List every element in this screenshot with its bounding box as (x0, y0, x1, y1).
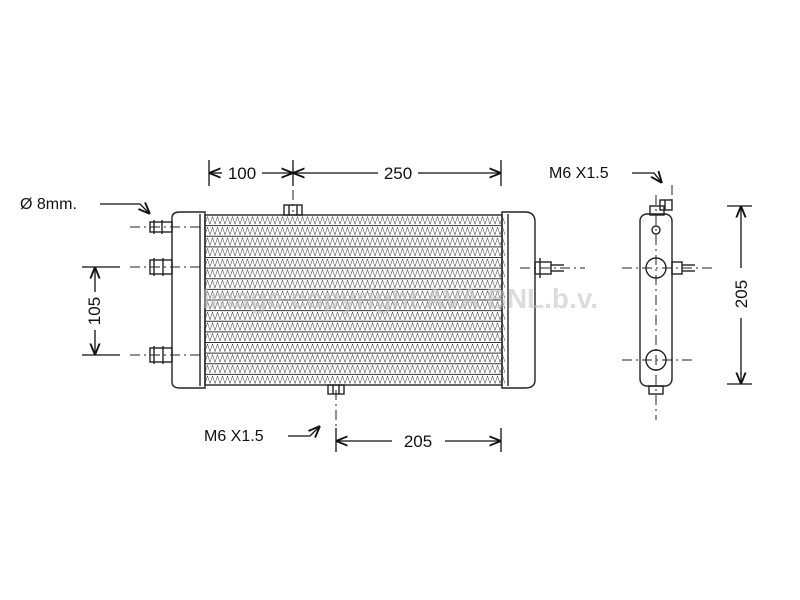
left-tank (171, 211, 206, 389)
dim-250-label: 250 (384, 164, 412, 183)
core-fin-row (204, 300, 506, 310)
dim-205-side-label: 205 (732, 280, 751, 308)
core-fin-row (204, 364, 506, 373)
core-fin-row (204, 290, 506, 299)
core-fin-row (204, 375, 506, 384)
side-port-small (651, 225, 661, 235)
watermark-text: Image copyright AVA BNL.b.v. (202, 283, 598, 314)
core-fin-row (204, 353, 506, 363)
pipe-diameter-label: Ø 8mm. (20, 196, 77, 213)
core-fin-row (204, 226, 506, 235)
core-fin-row (204, 279, 506, 288)
core-fin-row (204, 321, 506, 331)
core-fin-row (204, 343, 506, 352)
front-view (149, 204, 564, 395)
thread-bottom-label: M6 X1.5 (204, 428, 264, 445)
thread-top-label: M6 X1.5 (549, 165, 609, 182)
core-fins (204, 215, 506, 384)
center-lines (130, 190, 585, 452)
side-view (639, 199, 695, 395)
dim-105-label: 105 (85, 297, 104, 325)
core-fin-row (204, 268, 506, 278)
dim-100-label: 100 (228, 164, 256, 183)
core-fin-row (204, 247, 506, 257)
side-dimension (727, 205, 752, 385)
core-fin-row (204, 236, 506, 246)
dimension-lines (82, 160, 662, 452)
right-tank (501, 211, 536, 389)
core-fin-row (204, 332, 506, 342)
core-fin-row (204, 215, 506, 225)
core-fin-row (204, 258, 506, 267)
core-fin-row (204, 311, 506, 320)
side-center-lines (622, 185, 712, 420)
dim-205-bottom-label: 205 (404, 432, 432, 451)
